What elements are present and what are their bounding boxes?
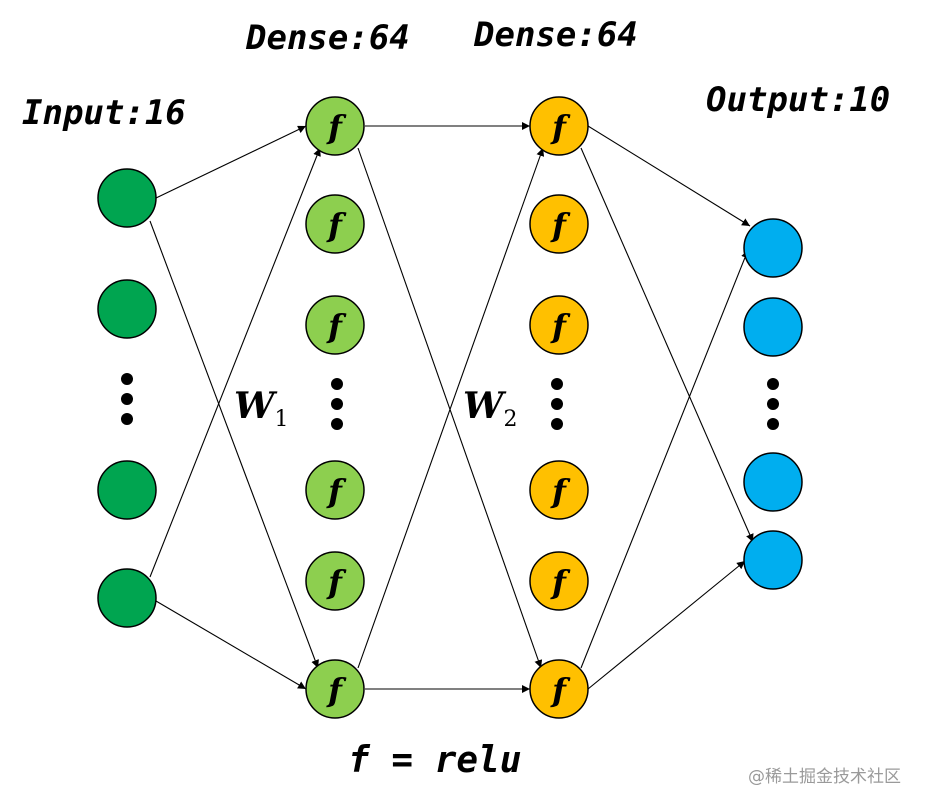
activation-symbol: f <box>550 671 571 709</box>
dense1-layer <box>305 96 365 719</box>
edge <box>357 147 545 669</box>
dense2-ellipsis <box>551 378 563 430</box>
ellipsis-dot <box>331 378 343 390</box>
activation-symbol: f <box>550 472 571 510</box>
ellipsis-dot <box>121 373 133 385</box>
dense1-node <box>305 460 365 520</box>
dense2-node <box>529 659 589 719</box>
ellipsis-dot <box>551 398 563 410</box>
input-node <box>97 279 157 339</box>
activation-symbol: f <box>326 671 347 709</box>
edge <box>587 125 751 227</box>
ellipsis-dot <box>767 418 779 430</box>
activation-symbol: f <box>326 563 347 601</box>
watermark: @稀土掘金技术社区 <box>748 767 901 787</box>
ellipsis-dot <box>767 378 779 390</box>
weight-label-w1: W1 <box>234 385 288 432</box>
ellipsis-dot <box>121 413 133 425</box>
edge <box>155 125 307 199</box>
ellipsis-dot <box>331 398 343 410</box>
output-node <box>743 218 803 278</box>
ellipsis-dot <box>121 393 133 405</box>
edge <box>149 147 321 578</box>
activation-symbol: f <box>550 206 571 244</box>
dense2-layer <box>529 96 589 719</box>
input-node <box>97 168 157 228</box>
activation-symbol: f <box>550 307 571 345</box>
connections-w2 <box>357 122 545 693</box>
edge <box>587 560 746 690</box>
dense2-node <box>529 194 589 254</box>
activation-symbol: f <box>326 307 347 345</box>
activation-symbol: f <box>326 108 347 146</box>
input-ellipsis <box>121 373 133 425</box>
output-layer <box>743 218 803 590</box>
dense2-node-symbols: f f f f f f <box>550 108 571 709</box>
input-node <box>97 568 157 628</box>
output-node <box>743 452 803 512</box>
activation-symbol: f <box>326 472 347 510</box>
output-layer-label: Output:10 <box>706 80 891 120</box>
dense2-node <box>529 96 589 156</box>
activation-symbol: f <box>550 108 571 146</box>
dense1-ellipsis <box>331 378 343 430</box>
dense1-node <box>305 551 365 611</box>
input-node <box>97 460 157 520</box>
dense1-layer-label: Dense:64 <box>246 18 410 58</box>
activation-function-label: f = relu <box>348 740 522 781</box>
dense2-node <box>529 551 589 611</box>
dense2-node <box>529 460 589 520</box>
connections-w3 <box>580 125 754 690</box>
input-layer-label: Input:16 <box>22 93 186 133</box>
output-node <box>743 530 803 590</box>
dense2-layer-label: Dense:64 <box>474 15 638 55</box>
ellipsis-dot <box>331 418 343 430</box>
activation-symbol: f <box>550 563 571 601</box>
dense2-node <box>529 295 589 355</box>
input-layer <box>97 168 157 628</box>
dense1-node <box>305 194 365 254</box>
dense1-node <box>305 659 365 719</box>
edge <box>580 249 749 669</box>
dense1-node <box>305 295 365 355</box>
output-ellipsis <box>767 378 779 430</box>
dense1-node-symbols: f f f f f f <box>326 108 347 709</box>
connections-w1 <box>149 125 321 690</box>
edge <box>357 147 543 669</box>
weight-label-w2: W2 <box>463 385 517 432</box>
ellipsis-dot <box>551 378 563 390</box>
edge <box>149 220 319 669</box>
dense1-node <box>305 96 365 156</box>
ellipsis-dot <box>551 418 563 430</box>
edge <box>155 600 307 690</box>
activation-symbol: f <box>326 206 347 244</box>
output-node <box>743 297 803 357</box>
edge <box>580 147 754 543</box>
ellipsis-dot <box>767 398 779 410</box>
